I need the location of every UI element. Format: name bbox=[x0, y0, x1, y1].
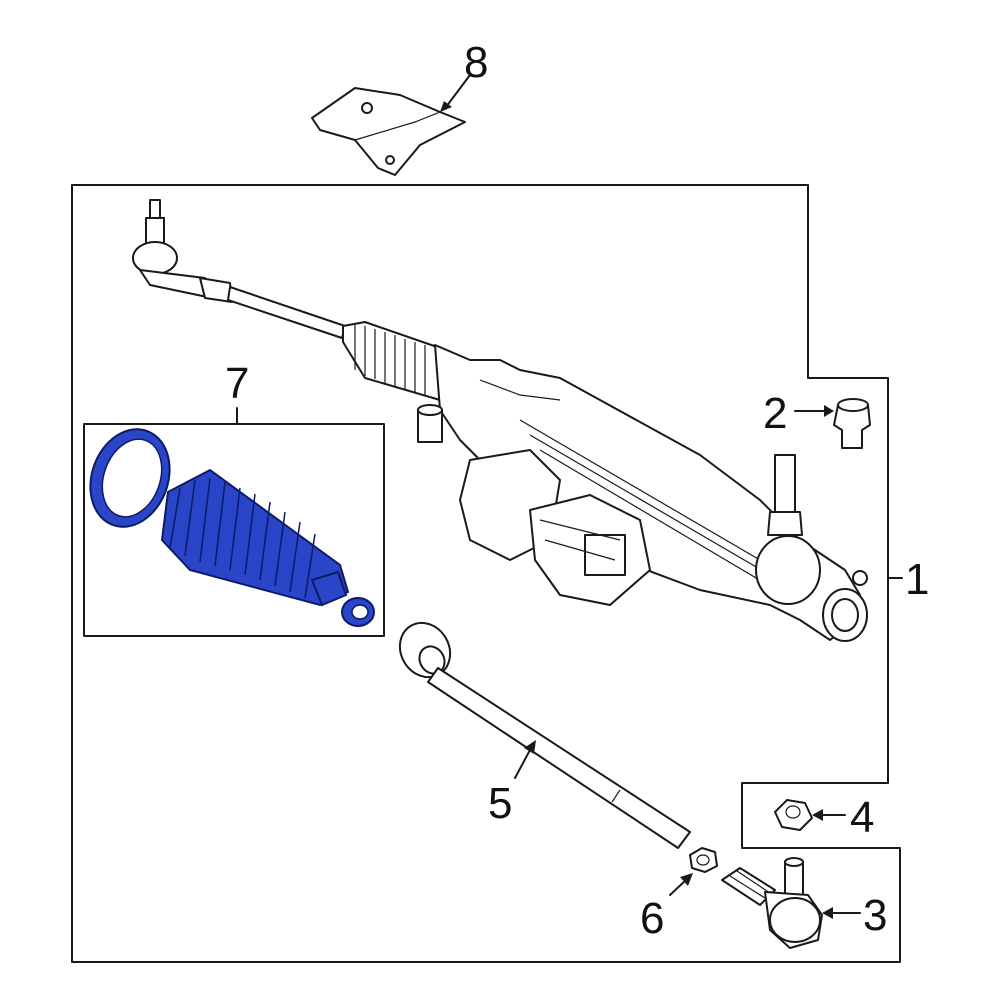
part-2-bushing[interactable] bbox=[833, 398, 871, 449]
arrowhead-8 bbox=[440, 101, 452, 112]
callout-2: 2 bbox=[763, 389, 787, 438]
housing-fitting bbox=[417, 404, 443, 443]
part-6-jam-nut[interactable] bbox=[689, 847, 718, 873]
callout-7: 7 bbox=[225, 359, 249, 408]
arrowhead-6 bbox=[680, 873, 693, 886]
callout-6: 6 bbox=[640, 894, 664, 943]
part-3-outer-tie-rod-end[interactable] bbox=[721, 857, 823, 949]
electric-motor bbox=[459, 449, 651, 606]
part-4-nut[interactable] bbox=[774, 799, 813, 831]
left-inner-tie-rod bbox=[227, 286, 346, 339]
part-5-inner-tie-rod[interactable] bbox=[390, 614, 691, 849]
rack-boot bbox=[160, 468, 350, 607]
pinion-housing bbox=[755, 454, 868, 642]
callout-3: 3 bbox=[863, 891, 887, 940]
left-rack-boot bbox=[342, 321, 441, 401]
boot-clamp-ring bbox=[89, 428, 171, 528]
boot-small-clamp bbox=[341, 597, 375, 627]
part-7-boot-kit[interactable] bbox=[77, 418, 375, 627]
callout-8: 8 bbox=[464, 38, 488, 87]
left-tie-rod-end bbox=[132, 199, 233, 303]
arrowhead-5 bbox=[524, 740, 536, 754]
part-8-heat-shield[interactable] bbox=[311, 87, 466, 176]
arrow-6 bbox=[669, 879, 687, 896]
callout-1: 1 bbox=[905, 555, 929, 604]
arrow-8 bbox=[445, 74, 471, 108]
arrow-5 bbox=[514, 749, 531, 779]
assembly-boundary bbox=[71, 184, 901, 963]
part-7-box bbox=[83, 423, 385, 637]
arrowhead-4 bbox=[812, 809, 823, 821]
arrowhead-2 bbox=[824, 405, 834, 417]
callout-5: 5 bbox=[488, 779, 512, 828]
arrowhead-3 bbox=[822, 907, 833, 919]
callout-4: 4 bbox=[850, 793, 874, 842]
